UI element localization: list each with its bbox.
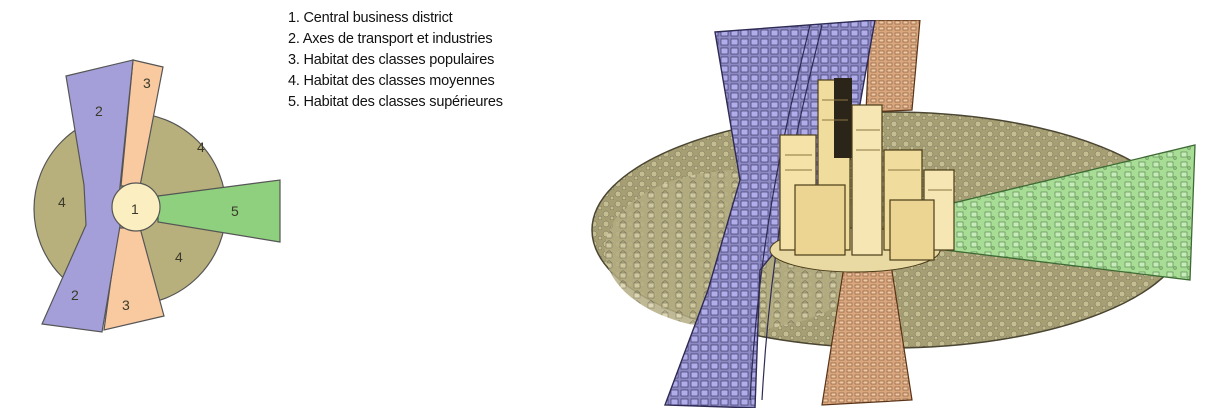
- city-popular-housing-top: [865, 20, 921, 113]
- label-middle-top-right: 4: [197, 139, 205, 155]
- legend-item-upper: 5. Habitat des classes supérieures: [288, 94, 503, 110]
- legend-item-middle: 4. Habitat des classes moyennes: [288, 73, 495, 89]
- legend-item-transport: 2. Axes de transport et industries: [288, 31, 493, 47]
- zone-2-transport-axis: [41, 59, 134, 333]
- sector-model-schematic: 1 2 2 3 3 4 4 4 5: [33, 59, 281, 333]
- zone-legend: 1. Central business district 2. Axes de …: [288, 8, 503, 113]
- label-transport-bottom: 2: [71, 287, 79, 303]
- zone-1-cbd-circle: [111, 182, 161, 232]
- label-middle-left: 4: [58, 194, 66, 210]
- legend-item-cbd: 1. Central business district: [288, 10, 453, 26]
- label-popular-top: 3: [143, 75, 151, 91]
- label-popular-bottom: 3: [122, 297, 130, 313]
- label-upper: 5: [231, 203, 239, 219]
- city-illustration: [591, 20, 1196, 408]
- label-cbd: 1: [131, 201, 139, 217]
- city-cbd-towers: [769, 78, 955, 273]
- legend-item-popular: 3. Habitat des classes populaires: [288, 52, 495, 68]
- label-transport-top: 2: [95, 103, 103, 119]
- label-middle-bottom-right: 4: [175, 249, 183, 265]
